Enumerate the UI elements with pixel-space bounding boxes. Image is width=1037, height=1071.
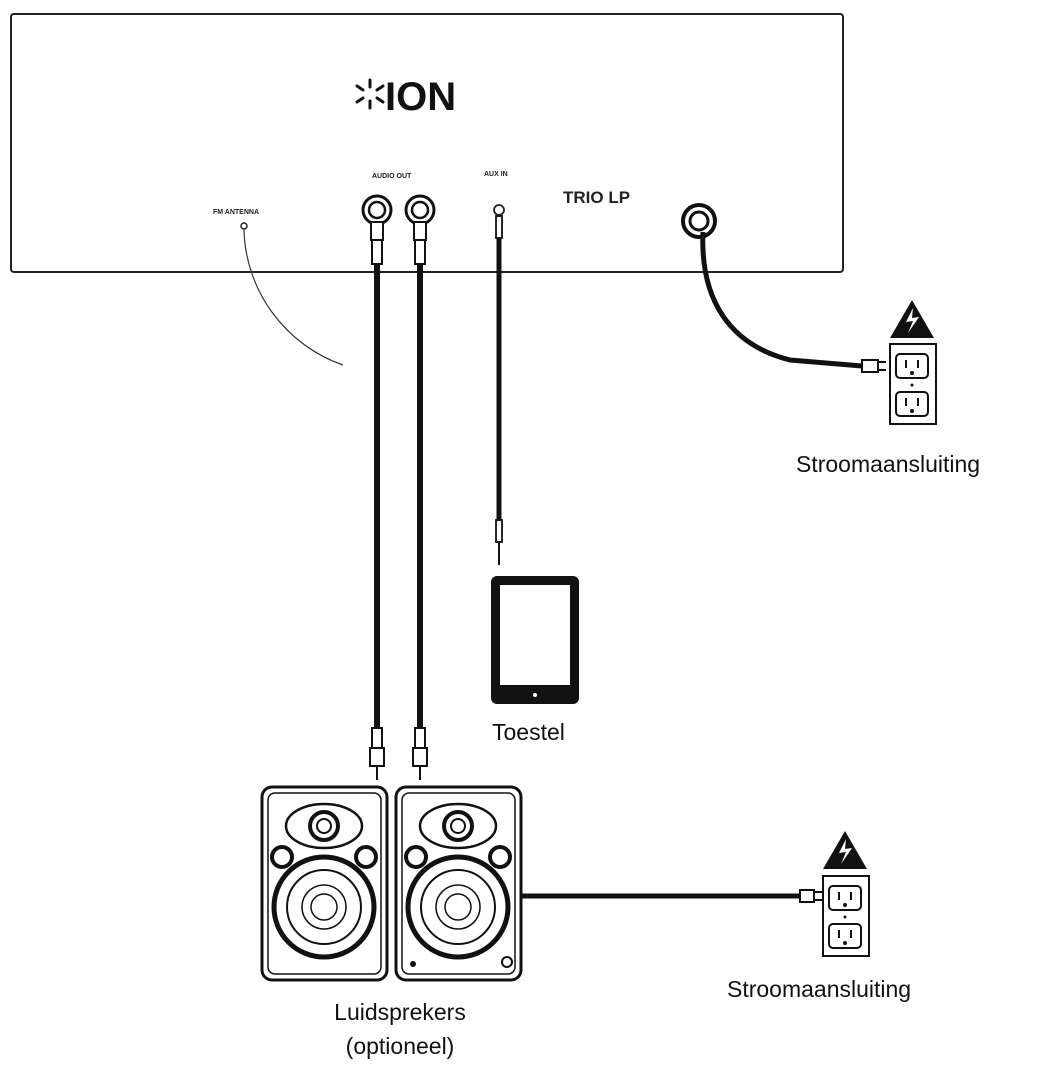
tablet-device [491, 576, 579, 704]
wall-outlet-top [889, 300, 937, 425]
power-socket [681, 203, 717, 239]
device-label: Toestel [492, 719, 565, 745]
unit-power-cable [700, 231, 863, 369]
audio-out-label: AUDIO OUT [372, 173, 412, 180]
speaker-volume-knob-icon [501, 956, 513, 968]
aux-in-label: AUX IN [484, 171, 508, 178]
audio-out-jack-left [361, 194, 393, 226]
ion-star-icon [355, 78, 385, 110]
audio-out-jack-right [404, 194, 436, 226]
speaker-power-indicator-icon [410, 961, 416, 967]
model-name: TRIO LP [563, 188, 630, 207]
wall-outlet-bottom [822, 831, 870, 957]
speakers-label-line2: (optioneel) [345, 1033, 455, 1059]
aux-in-jack [493, 204, 505, 216]
power-outlet-label-top: Stroomaansluiting [796, 451, 981, 477]
aux-cable [495, 215, 503, 565]
trio-lp-unit: ION TRIO LP FM ANTENNA AUDIO OUT AUX IN [10, 13, 844, 366]
speakers-label: Luidsprekers (optioneel) [300, 998, 500, 1060]
unit-power-plug [861, 359, 886, 373]
ion-logo: ION [355, 75, 456, 119]
speaker-right [394, 785, 523, 982]
fm-antenna-label: FM ANTENNA [213, 209, 259, 216]
ion-logo-text: ION [385, 75, 456, 119]
fm-antenna-jack [240, 222, 248, 230]
fm-antenna-wire [243, 228, 344, 366]
power-outlet-label-bottom: Stroomaansluiting [727, 976, 912, 1002]
speaker-power-plug [799, 889, 822, 903]
speakers-label-line1: Luidsprekers [334, 999, 466, 1025]
unit-rear-panel [10, 13, 844, 273]
rca-cable-left [369, 221, 385, 780]
rca-cable-right [412, 221, 428, 780]
speaker-left [260, 785, 389, 982]
